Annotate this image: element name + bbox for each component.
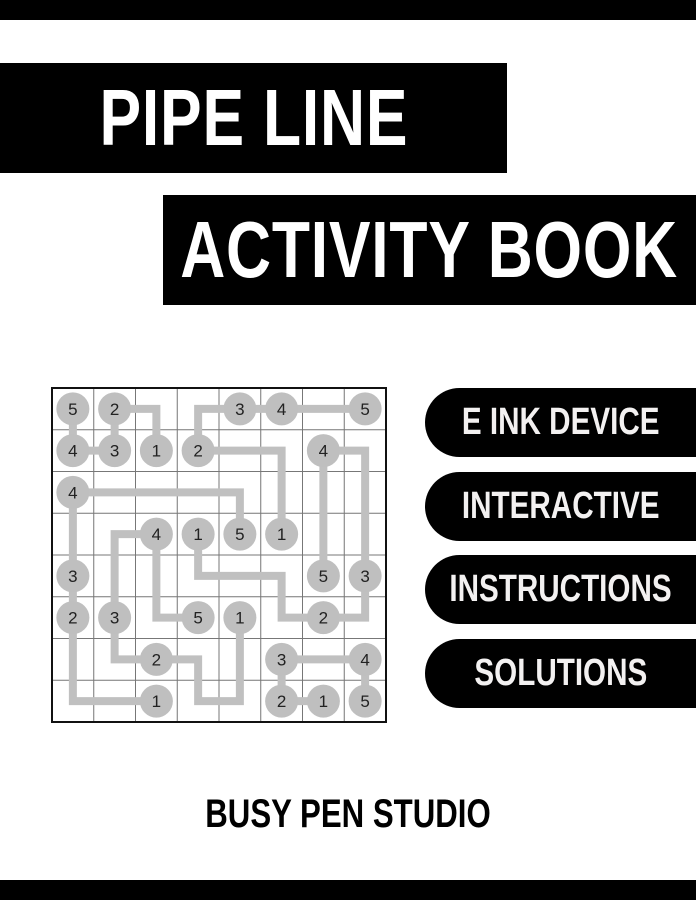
- publisher-name: BUSY PEN STUDIO: [205, 792, 491, 836]
- node-number: 5: [235, 525, 244, 544]
- pipe-segment: [198, 446, 286, 535]
- node-number: 3: [68, 567, 77, 586]
- feature-pill-instructions: INSTRUCTIONS: [425, 555, 696, 624]
- title-line-1: PIPE LINE: [99, 73, 408, 162]
- title-line-2: ACTIVITY BOOK: [180, 205, 679, 294]
- node-number: 5: [319, 567, 328, 586]
- node-number: 4: [68, 442, 77, 461]
- node-number: 4: [360, 650, 369, 669]
- pipe-segment: [194, 534, 324, 622]
- number-node: [265, 517, 299, 551]
- number-node: [223, 392, 257, 426]
- number-node: [181, 517, 215, 551]
- pipe-segment: [156, 617, 244, 706]
- pipe-segment: [68, 617, 157, 706]
- feature-label: INTERACTIVE: [461, 485, 660, 527]
- node-number: 5: [68, 400, 77, 419]
- node-number: 1: [319, 692, 328, 711]
- number-node: [98, 392, 132, 426]
- number-node: [223, 517, 257, 551]
- publisher-footer: BUSY PEN STUDIO: [0, 792, 696, 837]
- number-node: [306, 434, 340, 468]
- feature-pill-solutions: SOLUTIONS: [425, 639, 696, 708]
- node-number: 2: [110, 400, 119, 419]
- feature-label: E INK DEVICE: [461, 401, 660, 443]
- feature-pill-interactive: INTERACTIVE: [425, 472, 696, 541]
- number-node: [348, 559, 382, 593]
- node-number: 4: [277, 400, 286, 419]
- node-number: 5: [360, 400, 369, 419]
- node-number: 3: [110, 442, 119, 461]
- node-number: 4: [152, 525, 161, 544]
- node-number: 2: [193, 442, 202, 461]
- number-node: [348, 684, 382, 718]
- node-number: 2: [152, 650, 161, 669]
- number-node: [139, 434, 173, 468]
- number-node: [265, 392, 299, 426]
- number-node: [56, 434, 90, 468]
- number-node: [56, 392, 90, 426]
- feature-pill-eink: E INK DEVICE: [425, 388, 696, 457]
- node-number: 2: [68, 609, 77, 628]
- pipe-puzzle-grid: 5 2 3 4 5 4 3 1 2 4 4 4 1 5 1 3 5 3 2 3 5 1 2 2 3 4 1 2 1 5: [51, 387, 387, 723]
- number-node: [139, 684, 173, 718]
- node-number: 3: [277, 650, 286, 669]
- number-node: [181, 434, 215, 468]
- node-number: 4: [319, 442, 328, 461]
- number-node: [139, 642, 173, 676]
- title-banner-2: ACTIVITY BOOK: [163, 195, 696, 305]
- node-number: 1: [152, 692, 161, 711]
- number-node: [306, 601, 340, 635]
- node-number: 1: [277, 525, 286, 544]
- number-node: [98, 434, 132, 468]
- number-node: [223, 601, 257, 635]
- number-node: [181, 601, 215, 635]
- number-node: [98, 601, 132, 635]
- number-node: [265, 642, 299, 676]
- node-number: 3: [235, 400, 244, 419]
- number-node: [56, 601, 90, 635]
- number-node: [306, 684, 340, 718]
- number-node: [348, 392, 382, 426]
- number-node: [265, 684, 299, 718]
- number-node: [348, 642, 382, 676]
- number-node: [139, 517, 173, 551]
- number-node: [306, 559, 340, 593]
- number-node: [56, 559, 90, 593]
- title-banner-1: PIPE LINE: [0, 63, 507, 173]
- feature-label: SOLUTIONS: [474, 652, 647, 694]
- node-number: 3: [360, 567, 369, 586]
- node-number: 5: [360, 692, 369, 711]
- grid-border: [51, 387, 387, 723]
- bottom-border-bar: [0, 880, 696, 900]
- node-number: 2: [277, 692, 286, 711]
- node-number: 1: [152, 442, 161, 461]
- top-border-bar: [0, 0, 696, 20]
- node-number: 1: [235, 609, 244, 628]
- node-number: 5: [193, 609, 202, 628]
- node-number: 1: [193, 525, 202, 544]
- node-number: 4: [68, 483, 77, 502]
- node-number: 2: [319, 609, 328, 628]
- number-node: [56, 475, 90, 509]
- node-number: 3: [110, 609, 119, 628]
- feature-label: INSTRUCTIONS: [449, 568, 672, 610]
